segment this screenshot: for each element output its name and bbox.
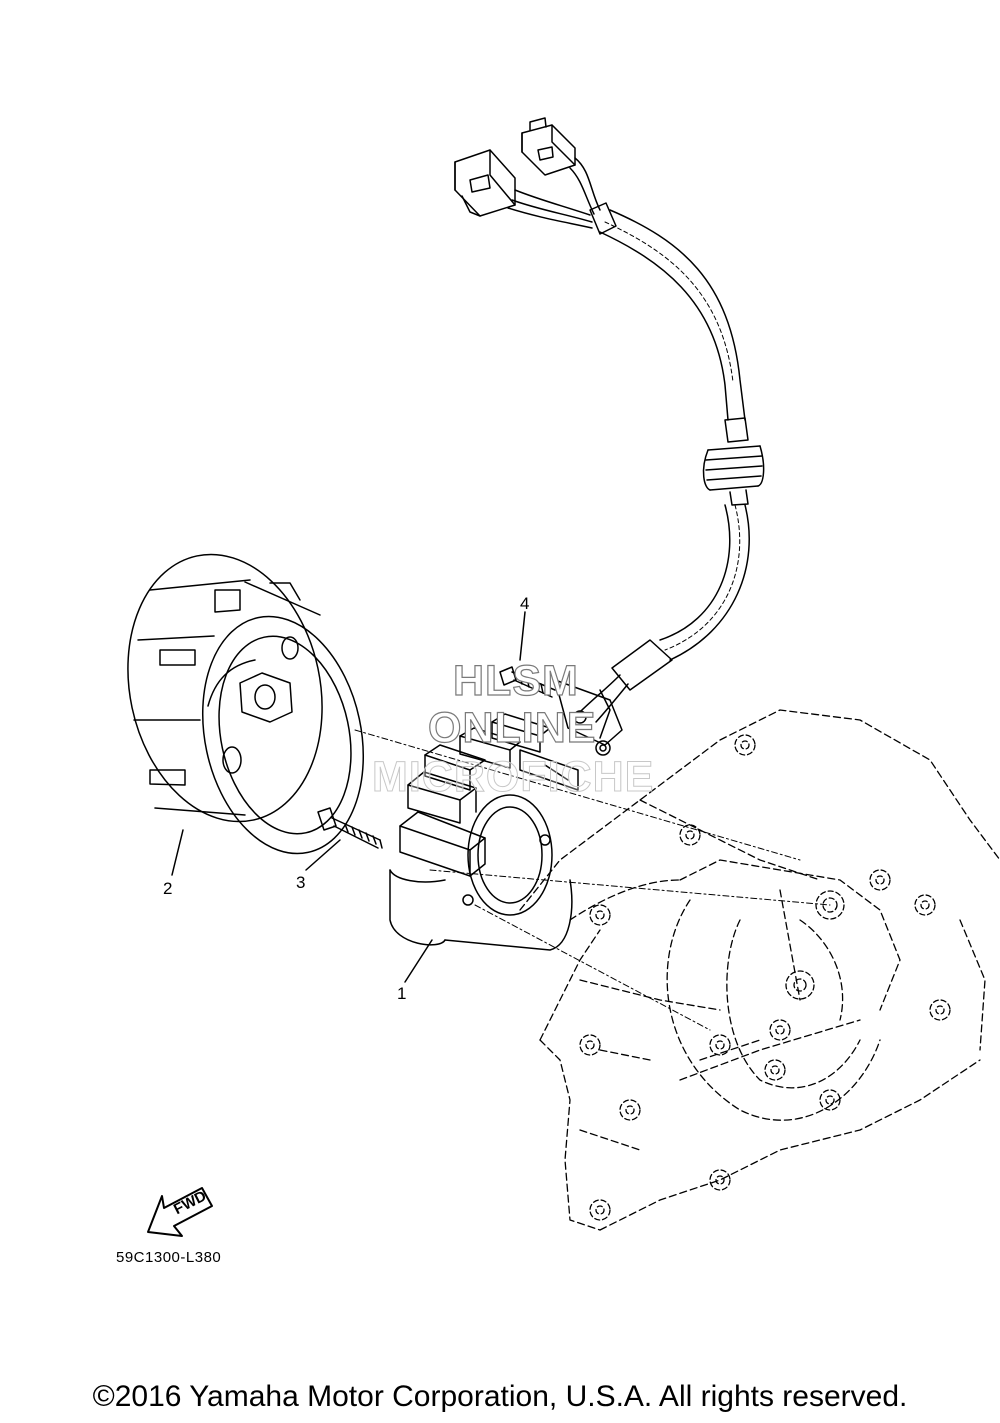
leader-3 (305, 839, 341, 871)
fwd-arrow-icon (147, 1187, 213, 1237)
callout-part-2: 2 (163, 879, 173, 898)
callout-part-4: 4 (520, 594, 530, 613)
wire-clamp (554, 679, 623, 756)
connector-lower (454, 149, 516, 217)
stator-assembly (389, 713, 579, 951)
callout-part-3: 3 (296, 873, 306, 892)
engine-crankcase (519, 709, 1000, 1231)
watermark-line-2: ONLINE (427, 703, 597, 752)
watermark-line-1: HLSM (452, 656, 579, 705)
diagram-code: 59C1300-L380 (116, 1249, 222, 1266)
bolt-3 (317, 807, 383, 849)
cable-grommet (702, 417, 765, 506)
rotor-flywheel (127, 553, 365, 855)
leader-2 (171, 829, 184, 876)
copyright-notice: ©2016 Yamaha Motor Corporation, U.S.A. A… (92, 1380, 908, 1413)
callout-part-1: 1 (397, 984, 407, 1003)
leader-4 (519, 611, 526, 661)
alignment-lines (354, 729, 831, 1031)
watermark-line-3: MICROFICHE (371, 753, 655, 802)
bolt-4 (499, 666, 556, 698)
wire-harness (454, 117, 765, 723)
engine-bolt-holes (579, 734, 951, 1221)
leader-1 (404, 939, 433, 983)
connector-upper (521, 117, 576, 176)
